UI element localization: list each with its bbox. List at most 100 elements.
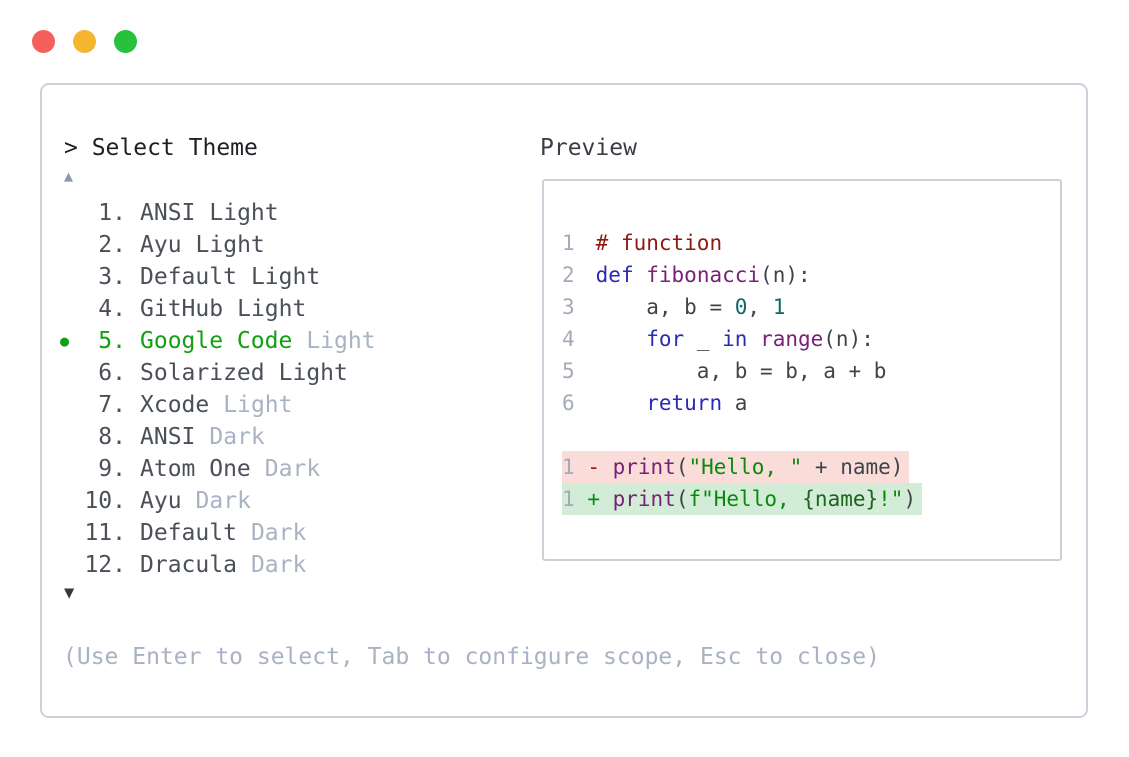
item-name: Xcode (140, 392, 210, 418)
code-token: print (612, 487, 676, 511)
item-variant: Dark (250, 520, 307, 546)
code-token: (n): (760, 263, 811, 287)
code-token: a, b = (595, 295, 735, 319)
item-name: Default (140, 264, 237, 290)
item-name: Ayu (140, 232, 182, 258)
code-line: 1 - print("Hello, " + name) (562, 451, 1060, 483)
code-token: "Hello, " (688, 455, 803, 479)
item-number: 7. (98, 392, 126, 418)
line-number: 6 (562, 391, 575, 415)
minimize-button[interactable] (73, 30, 96, 53)
blank-line (562, 419, 1060, 451)
item-name: ANSI (140, 424, 196, 450)
code-token: , (747, 295, 773, 319)
item-number: 8. (98, 424, 126, 450)
item-number: 10. (84, 488, 126, 514)
code-line: 6 return a (562, 387, 1060, 419)
item-number: 2. (98, 232, 126, 258)
code-token: !" (878, 487, 904, 511)
theme-list-item[interactable]: 4. GitHub Light (60, 293, 376, 325)
theme-list-item[interactable]: 12. Dracula Dark (60, 549, 376, 581)
item-variant: Dark (264, 456, 321, 482)
item-variant: Light (306, 328, 376, 354)
line-number: 1 (562, 455, 575, 479)
code-token (634, 263, 647, 287)
scroll-down-icon[interactable]: ▼ (64, 583, 75, 603)
theme-list-item[interactable]: 11. Default Dark (60, 517, 376, 549)
item-variant: Dark (209, 424, 265, 450)
scroll-up-icon[interactable]: ▲ (64, 167, 74, 185)
code-token: ) (903, 487, 917, 511)
theme-list-item[interactable]: 8. ANSI Dark (60, 421, 376, 453)
item-variant: Light (237, 296, 307, 322)
theme-list-item[interactable]: 1. ANSI Light (60, 197, 376, 229)
code-token: + name) (802, 455, 904, 479)
close-button[interactable] (32, 30, 55, 53)
code-line: 2 def fibonacci(n): (562, 259, 1060, 291)
diff-line-removed: 1 - print("Hello, " + name) (562, 451, 910, 483)
preview-title: Preview (540, 135, 637, 161)
code-token: (n): (823, 327, 874, 351)
help-text: (Use Enter to select, Tab to configure s… (63, 644, 880, 670)
item-name: Ayu (140, 488, 182, 514)
selected-bullet-icon: ● (60, 332, 70, 350)
window-controls (32, 30, 137, 53)
code-token: _ (684, 327, 723, 351)
code-token: f"Hello, (688, 487, 803, 511)
theme-list-item[interactable]: 10. Ayu Dark (60, 485, 376, 517)
code-token: ( (675, 487, 689, 511)
item-name: Dracula (140, 552, 237, 578)
theme-list-item[interactable]: 7. Xcode Light (60, 389, 376, 421)
item-number: 6. (98, 360, 126, 386)
item-name: GitHub (140, 296, 224, 322)
code-token: print (612, 455, 676, 479)
maximize-button[interactable] (114, 30, 137, 53)
item-name: Atom One (140, 456, 251, 482)
code-token: - (587, 455, 613, 479)
item-number: 4. (98, 296, 126, 322)
item-variant: Dark (250, 552, 307, 578)
code-token: fibonacci (646, 263, 761, 287)
code-token: return (646, 391, 723, 415)
item-number: 11. (84, 520, 126, 546)
item-number: 1. (98, 200, 126, 226)
code-token (596, 391, 647, 415)
item-name: Default (140, 520, 237, 546)
item-variant: Light (278, 360, 348, 386)
line-number: 4 (562, 327, 575, 351)
code-line: 3 a, b = 0, 1 (562, 291, 1060, 323)
item-number: 12. (84, 552, 126, 578)
item-variant: Light (223, 392, 293, 418)
line-number: 1 (562, 487, 575, 511)
line-number: 5 (562, 359, 575, 383)
code-token (596, 327, 647, 351)
code-token: 1 (772, 295, 786, 319)
code-token: a, b = b, a + b (595, 359, 887, 383)
code-token: in (722, 327, 748, 351)
line-number: 2 (562, 263, 575, 287)
item-name: Google Code (140, 328, 293, 354)
item-name: Solarized (140, 360, 265, 386)
theme-list-item[interactable]: 6. Solarized Light (60, 357, 376, 389)
item-name: ANSI (140, 200, 196, 226)
theme-list-item[interactable]: 3. Default Light (60, 261, 376, 293)
line-number: 3 (562, 295, 575, 319)
code-token: range (760, 327, 824, 351)
code-token: a (722, 391, 748, 415)
code-token: for (646, 327, 685, 351)
item-variant: Light (209, 200, 279, 226)
item-variant: Light (250, 264, 321, 290)
code-line: 4 for _ in range(n): (562, 323, 1060, 355)
item-number: 3. (98, 264, 126, 290)
item-variant: Dark (195, 488, 251, 514)
code-line: 5 a, b = b, a + b (562, 355, 1060, 387)
code-token: def (595, 263, 634, 287)
code-token: ( (675, 455, 689, 479)
theme-list-item[interactable]: ● 5. Google Code Light (60, 325, 376, 357)
item-number: 5. (98, 328, 126, 354)
